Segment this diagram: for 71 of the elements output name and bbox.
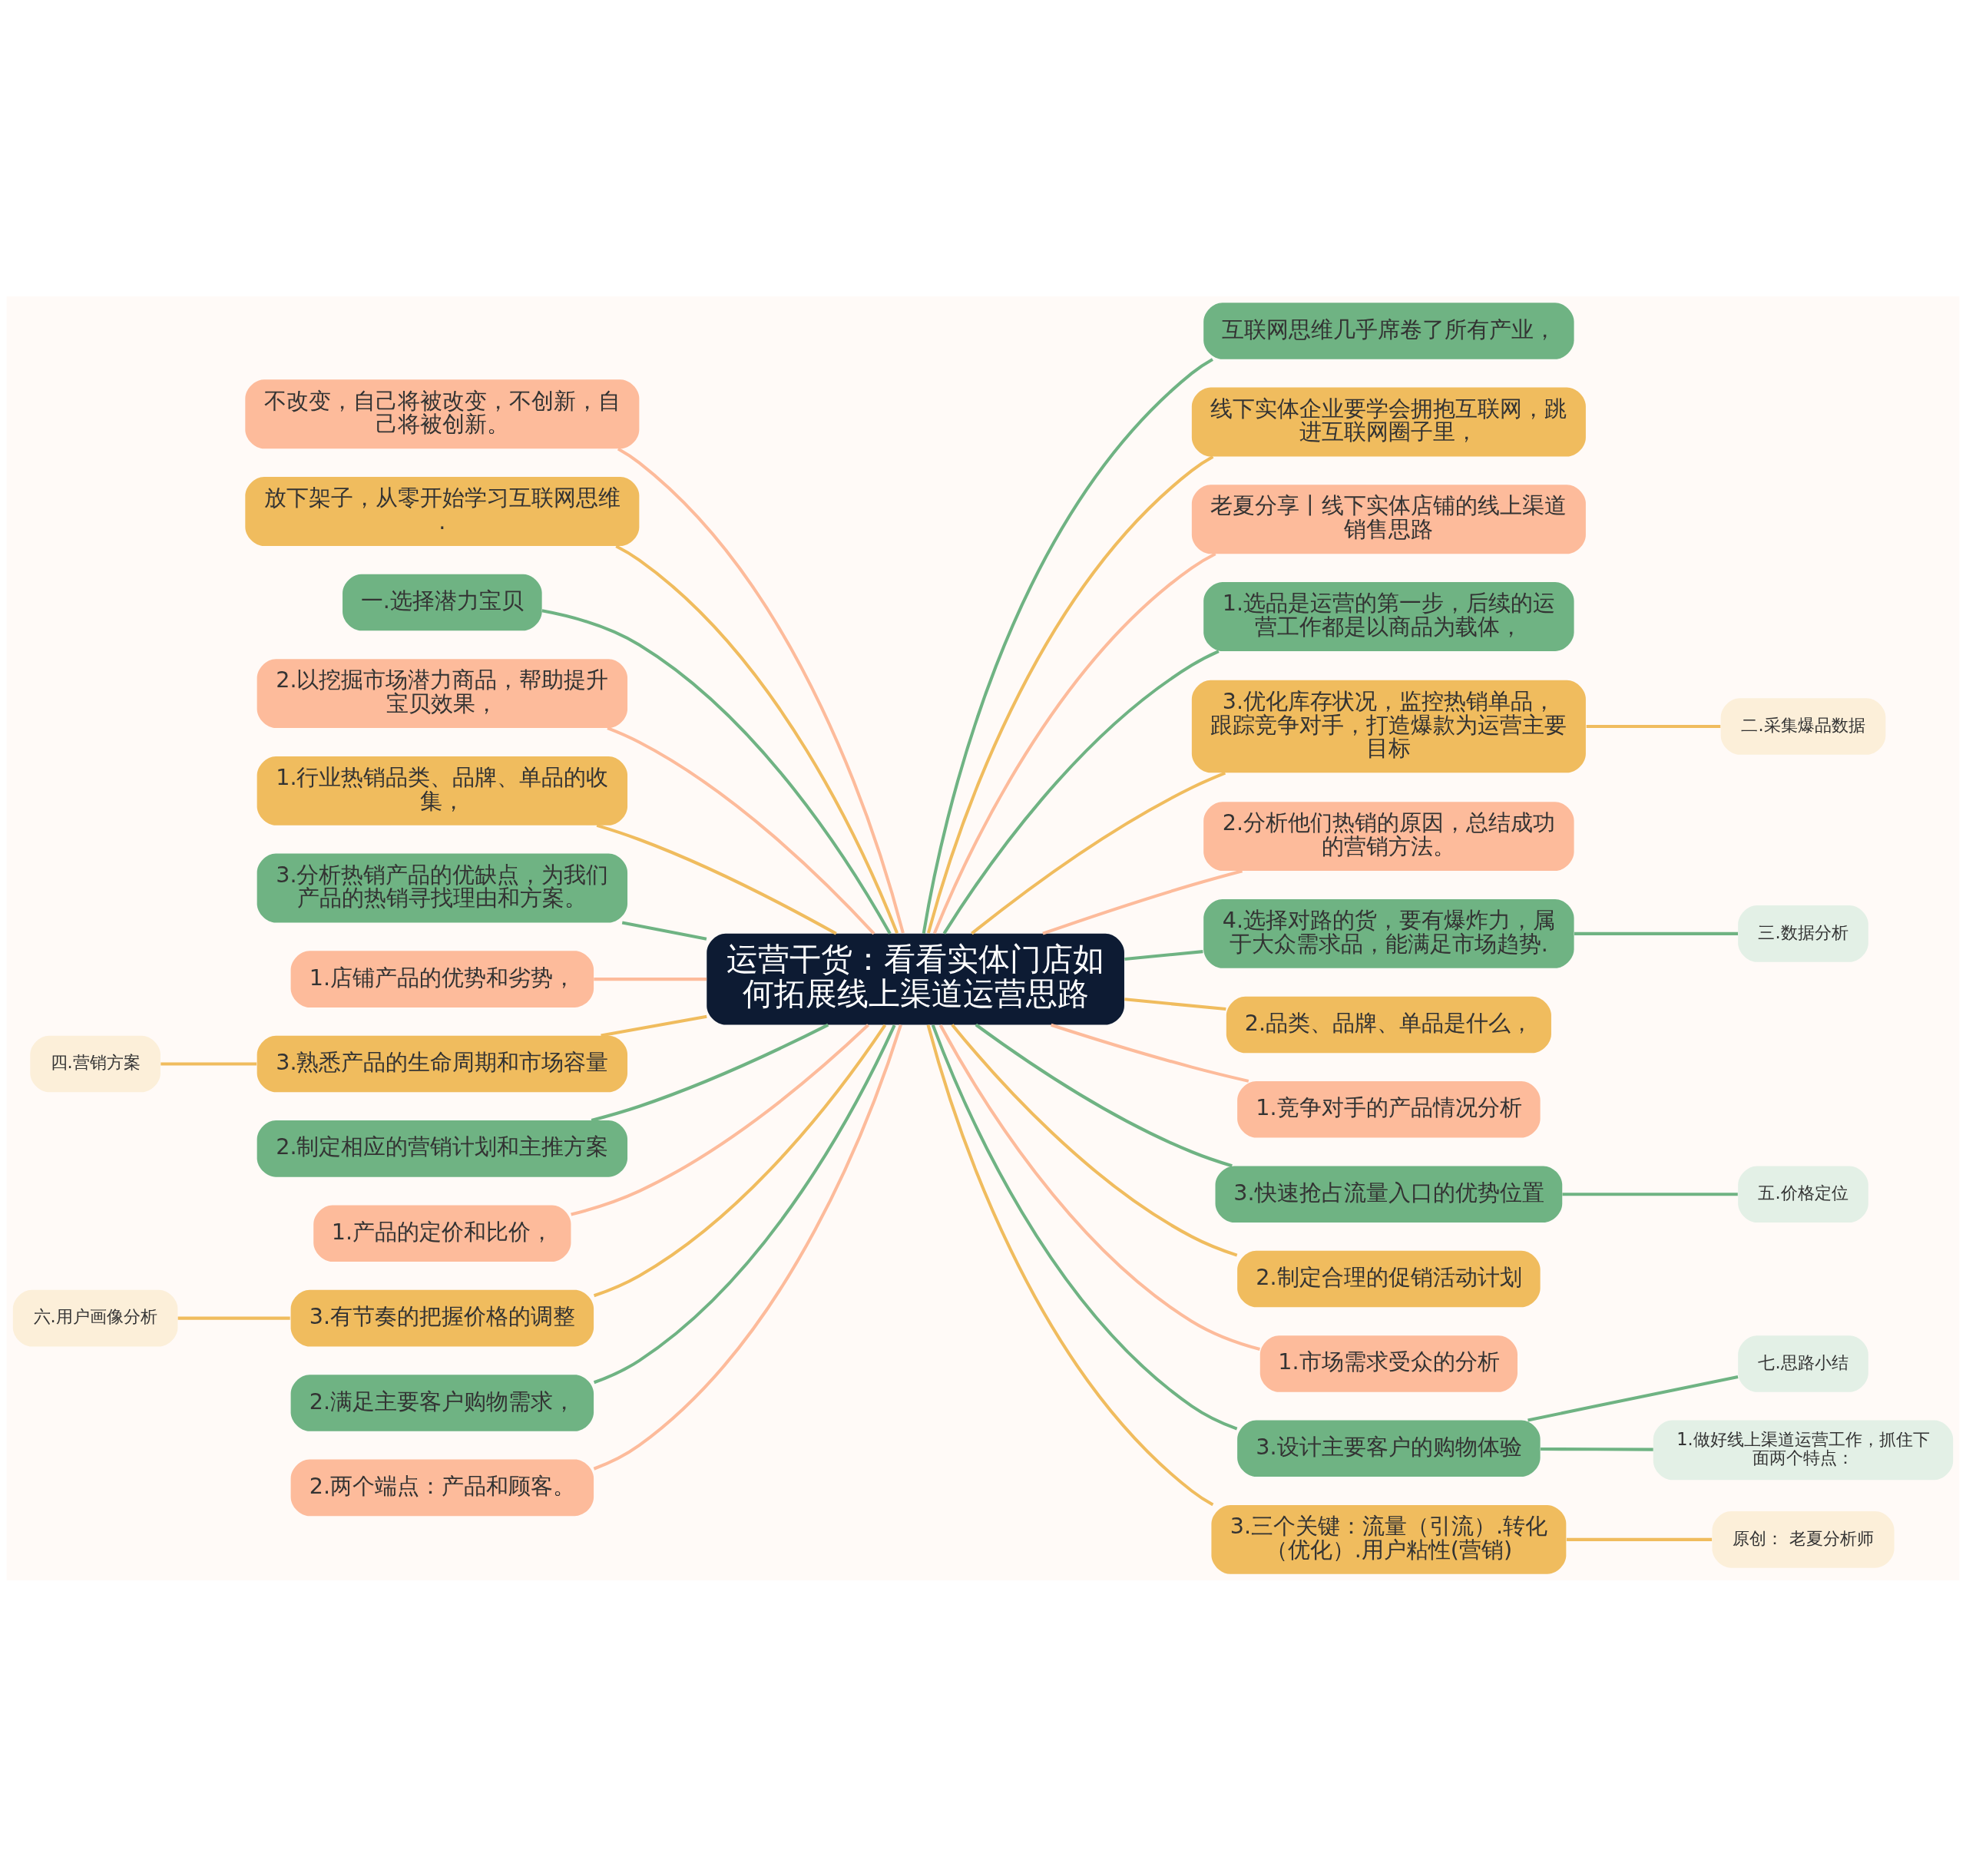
connector — [601, 1014, 707, 1037]
node-box: 3.分析热销产品的优缺点，为我们产品的热销寻找理由和方案。 — [257, 853, 628, 923]
connector — [1042, 869, 1243, 935]
connector — [1562, 1192, 1738, 1196]
connector — [1124, 997, 1226, 1011]
node-box: 一.选择潜力宝贝 — [343, 574, 542, 630]
connector — [615, 544, 899, 934]
connector — [617, 447, 905, 934]
node-box: 2.以挖掘市场潜力商品，帮助提升宝贝效果， — [257, 658, 628, 728]
connector — [571, 1023, 869, 1216]
node-box: 2.分析他们热销的原因，总结成功的营销方法。 — [1203, 801, 1574, 871]
connector — [1586, 724, 1721, 728]
node-box: 运营干货：看看实体门店如何拓展线上渠道运营思路 — [707, 933, 1124, 1024]
connector — [1527, 1375, 1739, 1421]
connector — [942, 649, 1220, 935]
connector — [1566, 1537, 1713, 1541]
node-box: 五.价格定位 — [1738, 1165, 1868, 1223]
node-box: 3.设计主要客户的购物体验 — [1237, 1420, 1541, 1477]
node-box: 1.产品的定价和比价， — [313, 1205, 571, 1262]
connector — [621, 921, 707, 941]
node-box: 七.思路小结 — [1738, 1335, 1868, 1392]
node-box: 2.制定相应的营销计划和主推方案 — [257, 1120, 628, 1177]
connector — [951, 1023, 1238, 1257]
node-box: 2.两个端点：产品和顾客。 — [290, 1459, 594, 1516]
connector — [938, 1024, 1260, 1351]
node-box: 3.有节奏的把握价格的调整 — [290, 1289, 594, 1346]
connector — [926, 1024, 1214, 1506]
node-box: 放下架子，从零开始学习互联网思维. — [245, 476, 640, 546]
connector — [593, 1024, 896, 1384]
node-box: 老夏分享丨线下实体店铺的线上渠道销售思路 — [1191, 484, 1586, 554]
connector — [594, 977, 707, 981]
connector — [596, 823, 837, 935]
node-box: 六.用户画像分析 — [12, 1289, 178, 1346]
node-box: 4.选择对路的货，要有爆炸力，属于大众需求品，能满足市场趋势. — [1203, 898, 1574, 968]
connector — [593, 1024, 902, 1471]
node-box: 不改变，自己将被改变，不创新，自己将被创新。 — [245, 379, 640, 448]
connector — [932, 552, 1216, 934]
node-box: 互联网思维几乎席卷了所有产业， — [1203, 302, 1574, 359]
node-box: 1.行业热销品类、品牌、单品的收集， — [257, 756, 628, 826]
connector — [1574, 931, 1739, 935]
connector — [975, 1023, 1233, 1167]
connector — [591, 1023, 829, 1122]
node-box: 1.做好线上渠道运营工作，抓住下面两个特点： — [1653, 1420, 1954, 1480]
node-box: 3.优化库存状况，监控热销单品，跟踪竞争对手，打造爆款为运营主要目标 — [1191, 680, 1586, 773]
connector — [971, 771, 1226, 935]
connector — [593, 1024, 887, 1297]
connector — [926, 455, 1214, 934]
node-box: 3.三个关键：流量（引流）.转化（优化）.用户粘性(营销) — [1211, 1504, 1567, 1574]
connector — [931, 1024, 1238, 1431]
node-box: 四.营销方案 — [30, 1035, 161, 1092]
connector — [607, 726, 875, 935]
node-box: 2.满足主要客户购物需求， — [290, 1374, 594, 1431]
node-box: 1.市场需求受众的分析 — [1259, 1335, 1518, 1392]
node-box: 2.制定合理的促销活动计划 — [1237, 1250, 1541, 1307]
connector — [1051, 1023, 1249, 1083]
connector — [1124, 949, 1203, 961]
node-box: 1.竞争对手的产品情况分析 — [1237, 1080, 1541, 1138]
node-box: 原创： 老夏分析师 — [1712, 1510, 1895, 1568]
node-box: 2.品类、品牌、单品是什么， — [1226, 996, 1551, 1053]
connector — [1541, 1447, 1653, 1451]
node-box: 1.选品是运营的第一步，后续的运营工作都是以商品为载体， — [1203, 581, 1574, 651]
connector — [922, 357, 1213, 934]
node-box: 3.快速抢占流量入口的优势位置 — [1215, 1165, 1563, 1223]
connector — [177, 1316, 290, 1320]
node-box: 线下实体企业要学会拥抱互联网，跳进互联网圈子里， — [1191, 387, 1586, 456]
node-box: 3.熟悉产品的生命周期和市场容量 — [257, 1035, 628, 1092]
connector — [161, 1061, 257, 1066]
node-box: 1.店铺产品的优势和劣势， — [290, 950, 594, 1007]
node-box: 三.数据分析 — [1738, 905, 1868, 962]
node-box: 二.采集爆品数据 — [1720, 697, 1886, 755]
connector — [541, 608, 892, 935]
